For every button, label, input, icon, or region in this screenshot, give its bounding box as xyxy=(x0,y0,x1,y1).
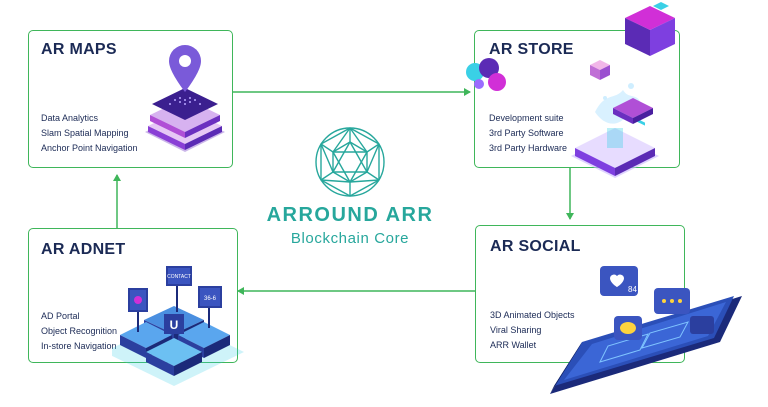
list-item: 3D Animated Objects xyxy=(490,310,575,320)
list-item: AD Portal xyxy=(41,311,80,321)
arround-geodesic-logo xyxy=(315,127,385,197)
box-title: AR STORE xyxy=(489,41,574,58)
box-title: AR SOCIAL xyxy=(490,238,581,255)
box-title: AR ADNET xyxy=(41,241,126,258)
box-items: Data Analytics Slam Spatial Mapping Anch… xyxy=(41,111,138,156)
sign-contact-label: CONTACT xyxy=(167,274,191,280)
store-hardware-illustration xyxy=(466,2,675,178)
list-item: ARR Wallet xyxy=(490,340,537,350)
list-item: In-store Navigation xyxy=(41,341,117,351)
box-items: 3D Animated Objects Viral Sharing ARR Wa… xyxy=(490,308,575,353)
list-item: Development suite xyxy=(489,113,564,123)
list-item: Data Analytics xyxy=(41,113,99,123)
center-subtitle: Blockchain Core xyxy=(290,230,410,247)
svg-text:U: U xyxy=(170,318,179,332)
box-title: AR MAPS xyxy=(41,41,117,58)
social-counter-label: 84 xyxy=(628,285,637,294)
box-items: AD Portal Object Recognition In-store Na… xyxy=(41,309,117,354)
phone-social-illustration: 84 xyxy=(550,266,742,394)
list-item: Anchor Point Navigation xyxy=(41,143,138,153)
list-item: Slam Spatial Mapping xyxy=(41,128,129,138)
sign-number-label: 36-6 xyxy=(204,296,217,302)
adnet-blocks-illustration: CONTACT 36-6 U xyxy=(112,266,244,386)
center-title: ARROUND ARR xyxy=(266,204,434,226)
box-items: Development suite 3rd Party Software 3rd… xyxy=(489,111,567,156)
map-pin-server-illustration xyxy=(145,45,225,152)
list-item: Object Recognition xyxy=(41,326,118,336)
list-item: 3rd Party Hardware xyxy=(489,143,568,153)
list-item: Viral Sharing xyxy=(490,325,542,335)
list-item: 3rd Party Software xyxy=(489,128,564,138)
